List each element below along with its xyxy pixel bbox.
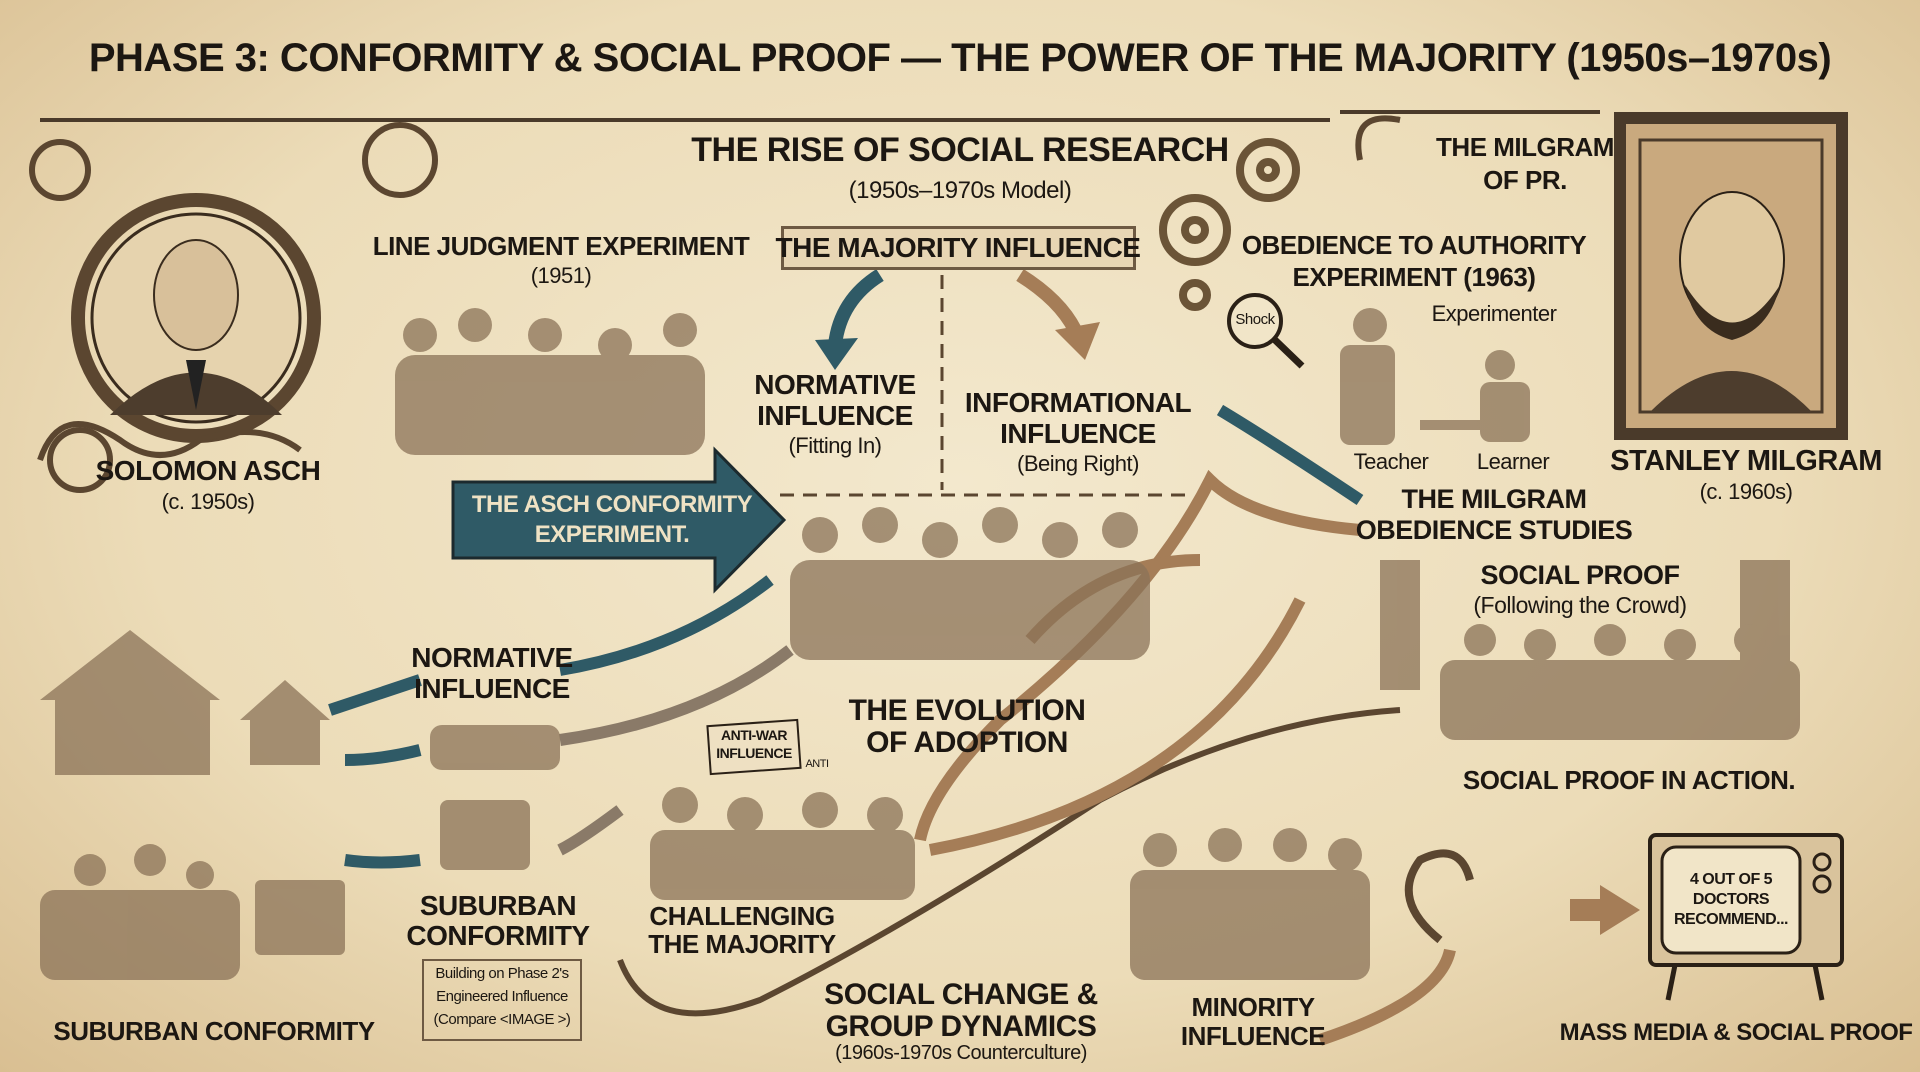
milgram-studies-1: THE MILGRAM: [1401, 484, 1587, 514]
tv-illustration: [1648, 833, 1844, 1001]
evolution-title-2: OF ADOPTION: [866, 726, 1068, 759]
milgram-name: STANLEY MILGRAM: [1610, 445, 1882, 477]
minority-group-illustration: [1130, 828, 1370, 980]
sign-text-2: INFLUENCE: [716, 745, 792, 761]
crowd-illustration: [790, 507, 1150, 660]
phase2-note-3: (Compare <IMAGE >): [433, 1011, 571, 1028]
evolution-title-1: THE EVOLUTION: [848, 694, 1086, 727]
line-judgment-illustration: [395, 308, 705, 455]
milgram-experiment-illustration: [1340, 308, 1530, 445]
majority-influence-box: [781, 226, 1136, 270]
milgram-date: (c. 1960s): [1699, 479, 1793, 504]
magnifier-icon: [1227, 293, 1305, 369]
minority-swirl-icon: [1404, 849, 1474, 944]
line-judgment-year: (1951): [530, 263, 592, 288]
phase2-note-1: Building on Phase 2's: [435, 965, 569, 982]
milgram-banner-2: OF PR.: [1483, 165, 1567, 195]
phase2-note-2: Engineered Influence: [436, 988, 568, 1005]
house-illustration: [40, 630, 330, 775]
car-radio-illustration: [430, 725, 560, 870]
tv-text-1: 4 OUT OF 5: [1689, 871, 1773, 888]
teacher-label: Teacher: [1353, 449, 1429, 474]
social-change-1: SOCIAL CHANGE &: [824, 978, 1098, 1011]
page-title: PHASE 3: CONFORMITY & SOCIAL PROOF — THE…: [88, 36, 1832, 80]
social-proof-crowd-illustration: [1380, 560, 1800, 740]
social-proof-title: SOCIAL PROOF: [1480, 560, 1680, 590]
section-heading: THE RISE OF SOCIAL RESEARCH: [691, 131, 1229, 169]
ornament-scroll: [29, 115, 1401, 1017]
border-line: [40, 110, 1600, 122]
sign-text-1: ANTI-WAR: [721, 727, 788, 743]
experimenter-label: Experimenter: [1431, 301, 1557, 326]
left-normative-2: INFLUENCE: [414, 673, 570, 704]
challenging-1: CHALLENGING: [649, 901, 835, 931]
learner-label: Learner: [1476, 449, 1550, 474]
milgram-banner-1: THE MILGRAM: [1436, 132, 1614, 162]
mass-media-caption: MASS MEDIA & SOCIAL PROOF: [1559, 1019, 1913, 1046]
asch-arrow: [451, 446, 787, 594]
milgram-portrait: [1614, 112, 1848, 440]
informational-sub: (Being Right): [1017, 451, 1139, 476]
minority-2: INFLUENCE: [1180, 1021, 1326, 1051]
normative-title-1: NORMATIVE: [754, 369, 916, 400]
asch-portrait: [71, 193, 321, 443]
informational-arrow: [1016, 269, 1082, 334]
sign-text-3: ANTI: [805, 758, 829, 770]
social-proof-caption: SOCIAL PROOF IN ACTION.: [1462, 765, 1796, 795]
suburban-bottom-caption: SUBURBAN CONFORMITY: [53, 1016, 375, 1046]
obedience-title-1: OBEDIENCE TO AUTHORITY: [1241, 230, 1587, 260]
line-judgment-title: LINE JUDGMENT EXPERIMENT: [372, 231, 750, 261]
asch-date: (c. 1950s): [161, 489, 255, 514]
social-change-2: GROUP DYNAMICS: [825, 1010, 1097, 1043]
shock-label: Shock: [1235, 311, 1275, 328]
normative-sub: (Fitting In): [788, 433, 882, 458]
social-proof-sub: (Following the Crowd): [1473, 592, 1687, 618]
obedience-title-2: EXPERIMENT (1963): [1292, 262, 1536, 292]
normative-arrow: [828, 269, 884, 346]
dashed-divider: [780, 275, 1190, 497]
informational-title-1: INFORMATIONAL: [964, 387, 1192, 418]
family-tv-illustration: [40, 844, 345, 980]
suburban-title-2: CONFORMITY: [406, 920, 590, 951]
tv-text-3: RECOMMEND...: [1674, 911, 1789, 928]
left-normative-1: NORMATIVE: [411, 642, 573, 673]
social-change-sub: (1960s-1970s Counterculture): [835, 1042, 1087, 1064]
tv-text-2: DOCTORS: [1692, 891, 1770, 908]
gears-icon: [1159, 138, 1300, 311]
asch-name: SOLOMON ASCH: [95, 455, 321, 486]
asch-arrow-label-2: EXPERIMENT.: [534, 521, 690, 548]
protest-illustration: [650, 787, 915, 900]
informational-title-2: INFLUENCE: [1000, 418, 1156, 449]
section-subheading: (1950s–1970s Model): [848, 177, 1072, 204]
normative-title-2: INFLUENCE: [757, 400, 913, 431]
milgram-studies-2: OBEDIENCE STUDIES: [1355, 515, 1633, 545]
challenging-2: THE MAJORITY: [648, 929, 836, 959]
minority-1: MINORITY: [1191, 992, 1315, 1022]
majority-influence-label: THE MAJORITY INFLUENCE: [775, 232, 1141, 263]
suburban-title-1: SUBURBAN: [419, 890, 577, 921]
asch-arrow-label-1: THE ASCH CONFORMITY: [471, 491, 753, 518]
phase2-note-box: [422, 959, 582, 1041]
